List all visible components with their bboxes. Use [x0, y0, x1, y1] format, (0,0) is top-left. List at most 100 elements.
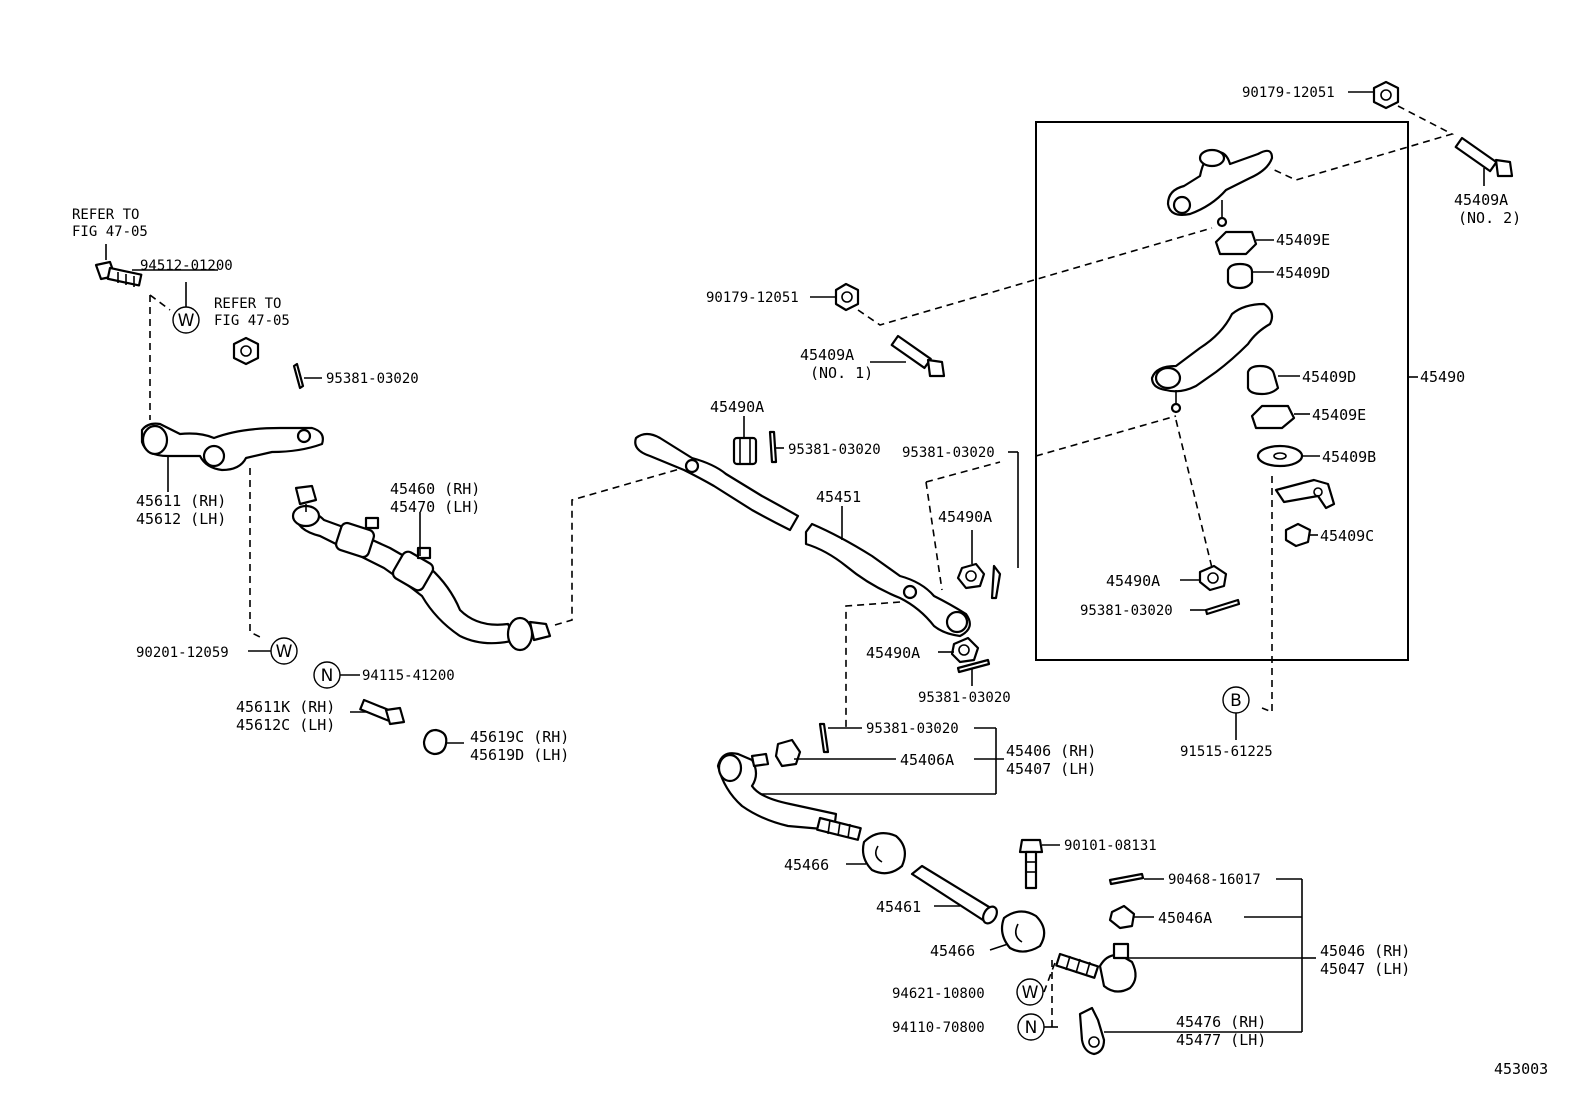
drag-link-lower-drawing	[804, 522, 971, 638]
castle-nut-b-drawing	[956, 562, 986, 590]
bushing-45409d-b-drawing	[1246, 364, 1280, 396]
dash-94512	[149, 294, 171, 420]
label-95381-f: 95381-03020	[1080, 603, 1173, 619]
label-90179-a: 90179-12051	[706, 290, 799, 306]
nut-45046a-drawing	[1108, 904, 1136, 930]
w-symbol-1: W	[178, 311, 195, 331]
label-45046: 45046 (RH)	[1320, 942, 1410, 960]
label-90468: 90468-16017	[1168, 872, 1261, 888]
b-symbol: B	[1230, 691, 1242, 711]
idler-arm-drawing	[1150, 302, 1274, 414]
label-45047: 45047 (LH)	[1320, 960, 1410, 978]
label-refer2-a: REFER TO	[214, 296, 281, 312]
label-45409a-1: 45409A	[800, 346, 854, 364]
label-95381-e: 95381-03020	[866, 721, 959, 737]
label-45407: 45407 (LH)	[1006, 760, 1096, 778]
cotter-pin-d-drawing	[956, 658, 991, 674]
arm-45476-drawing	[1078, 1006, 1106, 1056]
idler-bracket-drawing	[1166, 148, 1274, 228]
bolt-45409a-2-drawing	[1454, 136, 1514, 178]
clamp-45466-a-drawing	[861, 831, 907, 875]
dash-drag-tie	[845, 601, 901, 728]
ball-joint-drawing	[1055, 942, 1137, 993]
label-95381-c: 95381-03020	[902, 445, 995, 461]
label-refer1-b: FIG 47-05	[72, 224, 148, 240]
label-45409a-2-no: (NO. 2)	[1458, 209, 1521, 227]
label-45490a-a: 45490A	[710, 398, 764, 416]
tie-rod-end-drawing	[716, 752, 862, 841]
label-45409e-a: 45409E	[1276, 231, 1330, 249]
label-45477: 45477 (LH)	[1176, 1031, 1266, 1049]
mount-bracket-drawing	[1274, 478, 1336, 510]
dash-95381-c	[925, 461, 1001, 591]
label-45406: 45406 (RH)	[1006, 742, 1096, 760]
n-symbol-2: N	[1025, 1018, 1038, 1038]
label-45619d: 45619D (LH)	[470, 746, 569, 764]
cotter-pin-90468-drawing	[1108, 872, 1145, 886]
bolt-45409a-1-drawing	[890, 334, 946, 378]
bolt-45611k-drawing	[359, 698, 406, 726]
label-refer1-a: REFER TO	[72, 207, 139, 223]
bolt-90101-drawing	[1018, 838, 1044, 890]
label-45409d-a: 45409D	[1276, 264, 1330, 282]
washer-45409b-drawing	[1256, 444, 1304, 468]
n-symbol-1: N	[321, 666, 334, 686]
label-95381-a: 95381-03020	[326, 371, 419, 387]
label-45466-b: 45466	[930, 942, 975, 960]
w-circle-3	[1016, 978, 1044, 1006]
label-45611: 45611 (RH)	[136, 492, 226, 510]
label-45470: 45470 (LH)	[390, 498, 480, 516]
label-45611k: 45611K (RH)	[236, 698, 335, 716]
label-95381-d: 95381-03020	[918, 690, 1011, 706]
label-45406a: 45406A	[900, 751, 954, 769]
cotter-pin-a-drawing	[292, 362, 305, 390]
label-45451: 45451	[816, 488, 861, 506]
label-94512: 94512-01200	[140, 258, 233, 274]
label-refer2-b: FIG 47-05	[214, 313, 290, 329]
label-45409e-b: 45409E	[1312, 406, 1366, 424]
label-45409a-1-no: (NO. 1)	[810, 364, 873, 382]
label-90179-b: 90179-12051	[1242, 85, 1335, 101]
label-90201: 90201-12059	[136, 645, 229, 661]
bushing-45409d-a-drawing	[1226, 262, 1254, 290]
relay-rod-drawing	[291, 484, 552, 652]
label-45490a-b: 45490A	[938, 508, 992, 526]
drag-link-upper-drawing	[634, 432, 800, 532]
nut-90179-a-drawing	[834, 282, 860, 312]
clamp-45466-b-drawing	[1000, 910, 1046, 953]
diagram-id: 453003	[1494, 1060, 1548, 1078]
cap-45619c-drawing	[422, 728, 448, 756]
cotter-pin-e-drawing	[818, 722, 830, 754]
label-45460: 45460 (RH)	[390, 480, 480, 498]
castle-nut-a-drawing	[732, 436, 758, 466]
label-45612: 45612 (LH)	[136, 510, 226, 528]
pitman-arm-drawing	[140, 422, 324, 472]
dash-w3	[1043, 959, 1057, 1027]
dash-pitman-w	[249, 468, 263, 639]
label-94110: 94110-70800	[892, 1020, 985, 1036]
dash-bracket-b	[1261, 476, 1273, 714]
nut-45409c-drawing	[1284, 522, 1312, 548]
label-94115: 94115-41200	[362, 668, 455, 684]
cotter-pin-c-drawing	[990, 564, 1002, 600]
label-45409d-b: 45409D	[1302, 368, 1356, 386]
bushing-45409e-b-drawing	[1250, 404, 1296, 430]
w-symbol-3: W	[1022, 983, 1039, 1003]
dash-rod-drag	[554, 465, 691, 626]
idler-arm-box	[1035, 121, 1409, 661]
label-45612c: 45612C (LH)	[236, 716, 335, 734]
label-90101: 90101-08131	[1064, 838, 1157, 854]
label-45046a: 45046A	[1158, 909, 1212, 927]
castle-nut-d-drawing	[1198, 564, 1228, 592]
label-45466-a: 45466	[784, 856, 829, 874]
label-45461: 45461	[876, 898, 921, 916]
leader-45466-b	[989, 943, 1009, 951]
cotter-pin-b-drawing	[768, 430, 778, 464]
label-45476: 45476 (RH)	[1176, 1013, 1266, 1031]
nut-refer-drawing	[232, 336, 260, 366]
bolt-94512-drawing	[94, 260, 143, 287]
cotter-pin-f-drawing	[1204, 598, 1241, 616]
label-45490: 45490	[1420, 368, 1465, 386]
